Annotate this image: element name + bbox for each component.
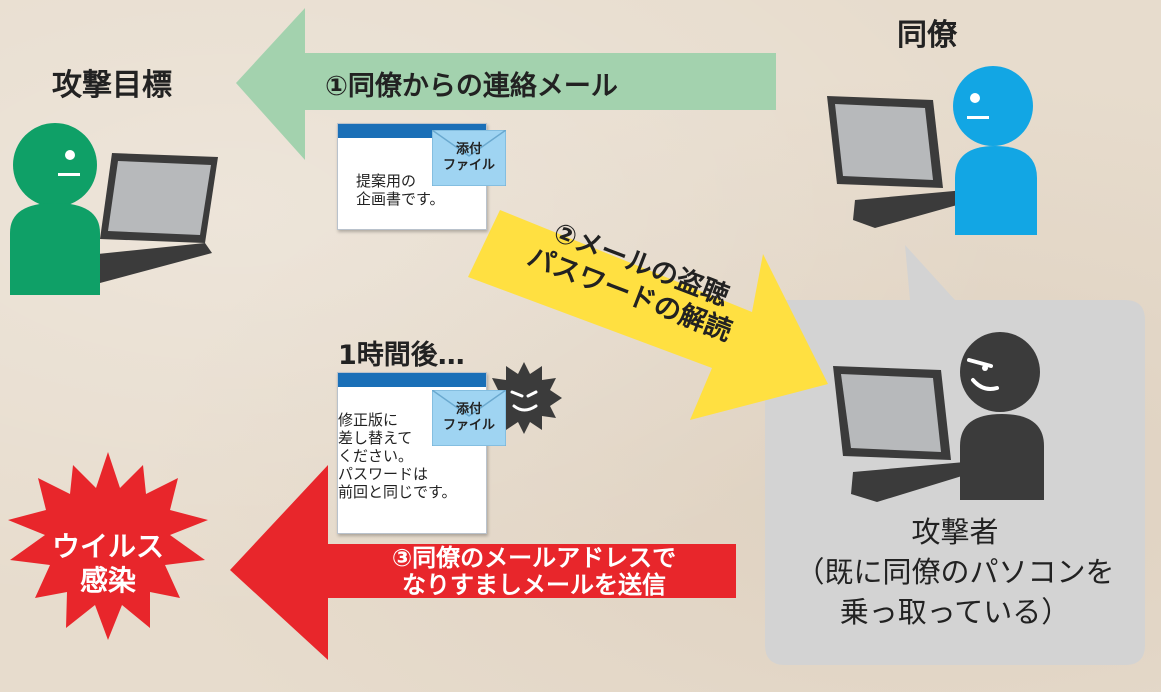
arrow-step1 xyxy=(236,8,776,160)
arrow-step3 xyxy=(230,465,736,660)
attachment-line2: ファイル xyxy=(442,158,495,173)
arrow-step3-label: ③同僚のメールアドレスで なりすましメールを送信 xyxy=(344,545,724,599)
arrow-step2 xyxy=(468,210,828,420)
attachment-icon-1: 添付 ファイル xyxy=(432,130,506,186)
mail-header-bar xyxy=(338,373,486,387)
attacker-caption-line: （既に同僚のパソコンを xyxy=(795,555,1115,589)
mail-1-line: 企画書です。 xyxy=(356,190,445,208)
infection-line: 感染 xyxy=(79,564,136,597)
infection-label: ウイルス 感染 xyxy=(28,530,188,598)
mail-2-line: パスワードは xyxy=(338,465,429,483)
mail-message-2: 修正版に 差し替えて ください。 パスワードは 前回と同じです。 xyxy=(337,372,487,534)
mail-2-line: 修正版に xyxy=(338,411,399,429)
attacker-caption-line: 攻撃者 xyxy=(911,515,999,549)
mail-2-line: 前回と同じです。 xyxy=(338,483,457,501)
envelope-icon xyxy=(432,130,506,186)
attachment-icon-2: 添付 ファイル xyxy=(432,390,506,446)
arrow-step1-label: ①同僚からの連絡メール xyxy=(325,71,618,102)
attacker-caption-line: 乗っ取っている） xyxy=(839,595,1071,629)
mail-1-line: 提案用の xyxy=(356,172,417,190)
attachment-line2: ファイル xyxy=(442,418,495,433)
mail-2-line: ください。 xyxy=(338,447,414,465)
attachment-line1: 添付 xyxy=(455,402,482,417)
arrow-step3-line2: なりすましメールを送信 xyxy=(402,571,666,599)
mail-2-line: 差し替えて xyxy=(338,429,413,447)
colleague-label: 同僚 xyxy=(897,18,957,53)
colleague-person-with-laptop xyxy=(827,66,1037,235)
mail-2-body: 修正版に 差し替えて ください。 パスワードは 前回と同じです。 xyxy=(338,411,457,501)
infection-line: ウイルス xyxy=(51,530,164,563)
attachment-line1: 添付 xyxy=(455,142,482,157)
arrow-step3-line1: ③同僚のメールアドレスで xyxy=(391,544,677,572)
mail-1-body: 提案用の 企画書です。 xyxy=(356,172,445,208)
target-person-with-laptop xyxy=(10,123,218,295)
envelope-icon xyxy=(432,390,506,446)
attacker-caption: 攻撃者 （既に同僚のパソコンを 乗っ取っている） xyxy=(765,512,1145,632)
attacker-bubble xyxy=(765,245,1145,665)
one-hour-later-label: 1時間後… xyxy=(338,340,465,371)
infection-burst xyxy=(8,452,208,640)
attacker-person-with-laptop xyxy=(833,332,1044,502)
target-label: 攻撃目標 xyxy=(52,68,172,103)
